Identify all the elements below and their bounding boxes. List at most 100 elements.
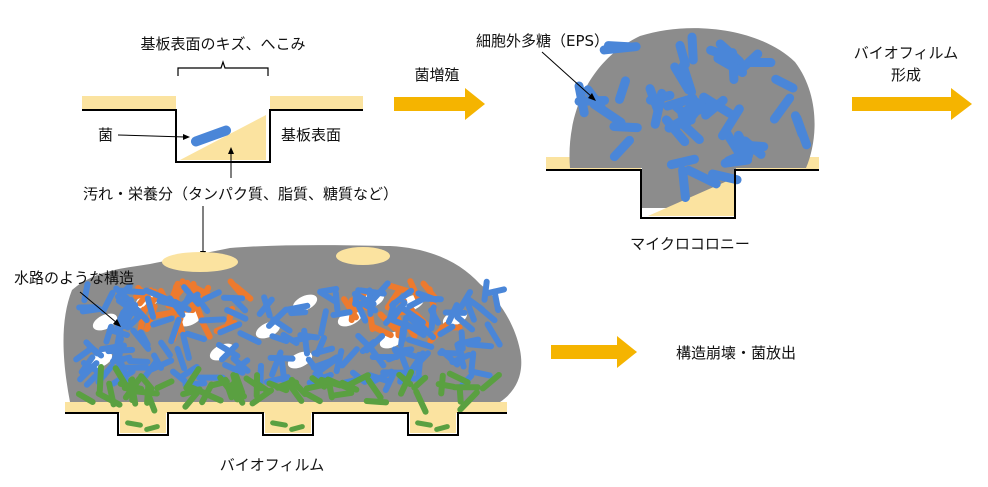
bacterium-orange — [227, 278, 247, 300]
bacterium-green — [285, 380, 305, 404]
bacterium-blue — [330, 309, 353, 318]
label-microcolony: マイクロコロニー — [630, 235, 750, 253]
bacterium-orange — [407, 278, 422, 304]
bacterium — [790, 111, 807, 139]
bacterium-blue — [363, 333, 386, 354]
bacterium — [666, 154, 699, 170]
bacterium-blue — [177, 363, 200, 381]
stage-biofilm: 水路のような構造 バイオフィルム — [14, 245, 522, 474]
bacterium-blue — [158, 339, 173, 359]
bacterium-green — [415, 420, 433, 428]
bacteria-pointer-head — [183, 134, 190, 140]
bacterium-green — [96, 363, 105, 394]
bacterium-green — [438, 372, 446, 397]
label-substrate: 基板表面 — [281, 126, 341, 144]
bacterium-blue — [215, 341, 241, 360]
eps-pointer-head — [588, 93, 596, 101]
bacterium-blue — [103, 323, 115, 345]
bacterium-blue — [415, 319, 437, 341]
scratch-bracket — [177, 60, 269, 76]
bacterium-green — [451, 384, 481, 391]
bacterium-blue — [456, 289, 474, 314]
bacterium-blue — [150, 315, 175, 328]
bacterium-blue — [280, 331, 300, 347]
bacterium-green — [363, 397, 390, 406]
bacterium-blue — [484, 321, 503, 348]
surface-nutrient-2 — [336, 247, 390, 265]
bacterium-green — [125, 420, 143, 428]
label-biofilm: バイオフィルム — [220, 456, 324, 474]
bacterium — [684, 165, 721, 189]
bacterium-green — [365, 377, 384, 401]
bacterium-blue — [144, 295, 157, 320]
bacterium-blue — [220, 294, 246, 302]
water-channel-pointer-head — [113, 319, 121, 327]
bacterium-blue — [117, 297, 134, 322]
substrate-right — [270, 96, 363, 110]
bacterium-blue — [79, 306, 103, 315]
bacterium-green — [446, 370, 471, 386]
bacterium-blue — [269, 333, 290, 345]
bacterium — [687, 32, 698, 65]
bacterium-blue — [224, 307, 249, 322]
label-nutrients: 汚れ・栄養分（タンパク質、脂質、糖質など） — [83, 185, 398, 203]
bacteria-pointer — [117, 134, 186, 138]
bacterium-blue — [382, 372, 396, 393]
bacterium-blue — [174, 346, 188, 372]
bacterium-blue — [266, 306, 289, 329]
bacterium — [678, 165, 690, 202]
bacterium — [771, 74, 798, 93]
bacterium-green — [209, 378, 230, 389]
bacterium-blue — [170, 368, 188, 384]
bacterium-blue — [141, 357, 160, 380]
colony-bacteria — [574, 32, 812, 202]
bacterium-green — [112, 365, 131, 392]
bacterium-blue — [177, 291, 201, 310]
bacterium — [614, 76, 630, 104]
label-biofilm-formation-2: 形成 — [891, 66, 921, 84]
bacterium-green — [75, 391, 96, 405]
bacterium-blue — [369, 280, 391, 303]
bacterium-blue — [439, 347, 461, 368]
bacterium-blue — [230, 355, 251, 374]
bacterium — [733, 130, 753, 161]
label-eps: 細胞外多糖（EPS） — [476, 32, 609, 50]
bacterium-blue — [256, 296, 275, 317]
bacterium-green — [227, 383, 241, 403]
bacterium-green — [233, 372, 246, 396]
bacterium-blue — [168, 316, 182, 345]
bacterium-blue — [399, 353, 411, 375]
bacterium-green — [134, 388, 160, 397]
bacterium-blue — [464, 300, 477, 323]
stage-microcolony: 細胞外多糖（EPS） マイクロコロニー — [476, 28, 819, 253]
bacterium-blue — [81, 281, 91, 304]
bacterium-blue — [284, 302, 311, 313]
arrow-proliferation: 菌増殖 — [394, 66, 485, 120]
bacterium — [718, 104, 744, 141]
bacterium-green — [434, 424, 450, 432]
arrow-proliferation-shape — [394, 88, 485, 120]
label-proliferation: 菌増殖 — [414, 66, 459, 84]
bacterium-green — [289, 424, 305, 432]
nutrient-pointer-up-head — [228, 147, 234, 154]
bacterium-green — [330, 389, 355, 399]
bacterium-blue — [121, 308, 132, 329]
biofilm-substrate-outline — [65, 412, 507, 436]
bacterium-blue — [222, 361, 246, 376]
bacterium — [678, 61, 697, 97]
nutrient-deposit — [180, 115, 266, 160]
bacterium-blue — [194, 295, 211, 314]
eps-pointer — [541, 51, 593, 98]
bacterium-green — [413, 388, 429, 415]
bacterium-blue — [399, 315, 409, 343]
bacterium-blue — [454, 314, 476, 333]
bacterium — [706, 45, 739, 63]
bacterium-blue — [143, 287, 171, 303]
arrow-collapse-shape — [551, 336, 637, 368]
bacterium-blue — [73, 346, 93, 363]
bacterium-green — [318, 376, 344, 389]
bacterium — [609, 121, 642, 133]
bacterium-blue — [237, 330, 262, 346]
bacterium — [675, 40, 690, 69]
